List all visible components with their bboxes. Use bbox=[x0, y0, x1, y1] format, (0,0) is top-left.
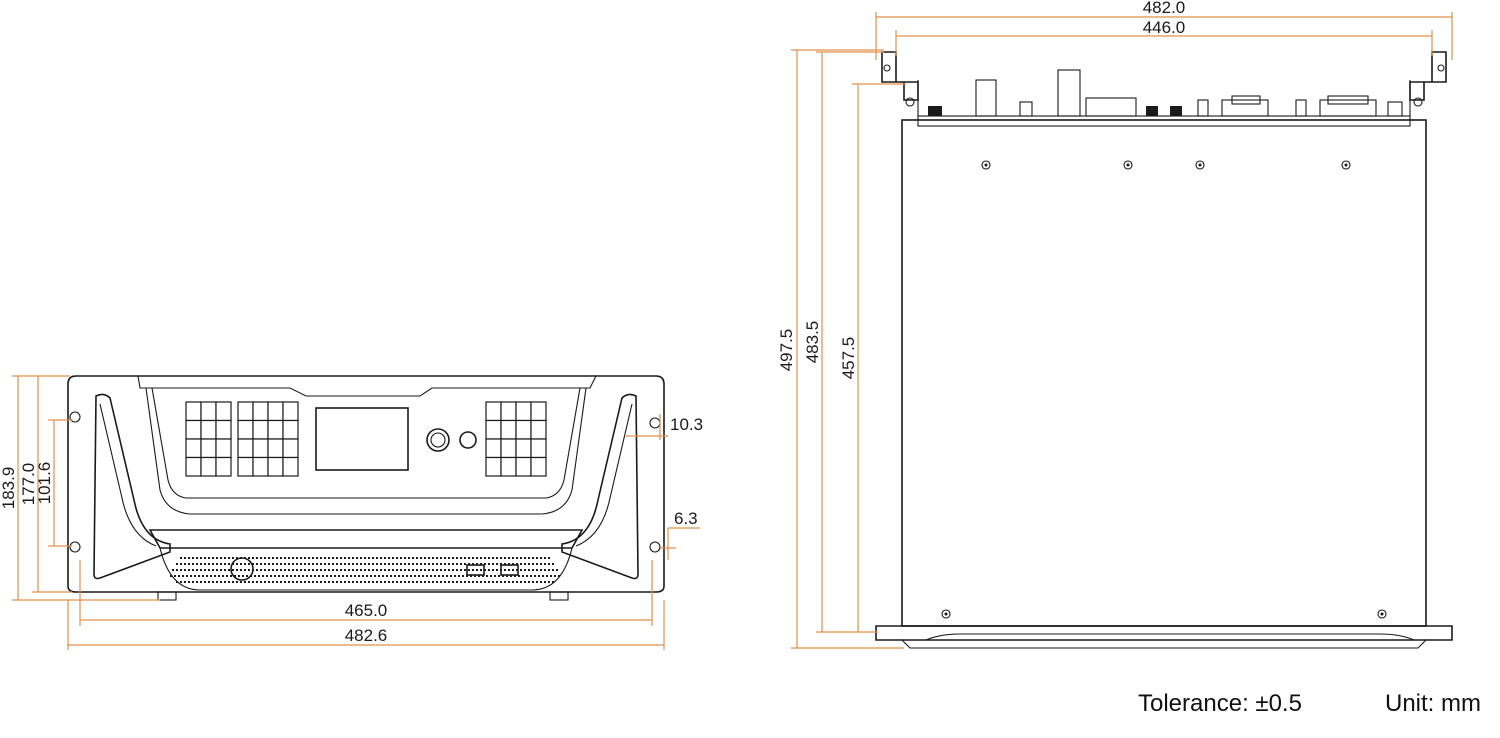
keypad-key bbox=[515, 456, 532, 477]
screw-icon bbox=[981, 160, 991, 170]
dim-front-height-total: 183.9 bbox=[0, 467, 18, 510]
keypad-key bbox=[200, 401, 217, 422]
dim-top-width-inner: 446.0 bbox=[1143, 18, 1186, 37]
screw-icon bbox=[944, 612, 948, 616]
keypad-key bbox=[237, 419, 254, 440]
screw-icon bbox=[941, 609, 951, 619]
dim-top-depth-total: 497.5 bbox=[777, 329, 796, 372]
connector bbox=[1057, 69, 1081, 117]
top-view bbox=[875, 51, 1453, 649]
keypad-key bbox=[500, 401, 517, 422]
front-view bbox=[67, 375, 665, 601]
keypad-key bbox=[215, 456, 232, 477]
keypad-key bbox=[237, 456, 254, 477]
keypad-key bbox=[200, 419, 217, 440]
keypad-key bbox=[500, 419, 517, 440]
keypad-key bbox=[500, 456, 517, 477]
keypad-key bbox=[282, 438, 299, 459]
screw-icon bbox=[1341, 160, 1351, 170]
dim-top-depth-body: 483.5 bbox=[803, 321, 822, 364]
usb-port-icon bbox=[466, 564, 485, 576]
connector bbox=[1231, 95, 1261, 105]
keypad-key bbox=[530, 438, 547, 459]
keypad-key bbox=[200, 438, 217, 459]
connector bbox=[1146, 106, 1158, 116]
keypad-key bbox=[515, 438, 532, 459]
keypad-key bbox=[267, 456, 284, 477]
dim-front-height-body: 177.0 bbox=[19, 463, 38, 506]
connector bbox=[1221, 99, 1269, 117]
keypad-key bbox=[515, 419, 532, 440]
keypad-key bbox=[282, 456, 299, 477]
top-dimensions: 482.0 446.0 497.5 483.5 457.5 bbox=[777, 0, 1453, 649]
rotary-knob-icon bbox=[426, 428, 450, 452]
dim-front-height-holes: 101.6 bbox=[35, 462, 54, 505]
unit-label: Unit: mm bbox=[1385, 690, 1481, 717]
screws bbox=[941, 160, 1387, 619]
tolerance-label: Tolerance: ±0.5 bbox=[1138, 690, 1302, 717]
keypad-key bbox=[530, 401, 547, 422]
keypad-key bbox=[267, 419, 284, 440]
front-dimensions: 465.0 482.6 183.9 177.0 101.6 10.3 6.3 bbox=[0, 375, 703, 650]
screw-icon bbox=[1344, 163, 1348, 167]
keypad-key bbox=[252, 456, 269, 477]
screw-icon bbox=[1195, 160, 1205, 170]
usb-port-icon bbox=[500, 564, 519, 576]
connector bbox=[1319, 99, 1377, 117]
screw-icon bbox=[1123, 160, 1133, 170]
lcd-screen bbox=[315, 407, 409, 471]
keypad-key bbox=[485, 419, 502, 440]
connector bbox=[975, 79, 997, 117]
vent-grille bbox=[170, 557, 562, 583]
screw-icon bbox=[1126, 163, 1130, 167]
keypad-key bbox=[500, 438, 517, 459]
keypad-key bbox=[530, 456, 547, 477]
connector bbox=[928, 106, 942, 116]
connector bbox=[1295, 99, 1307, 117]
keypad-key bbox=[200, 456, 217, 477]
connector bbox=[1170, 106, 1182, 116]
screw-icon bbox=[1380, 612, 1384, 616]
connector bbox=[1085, 97, 1137, 117]
dim-front-width-inner: 465.0 bbox=[345, 601, 388, 620]
rear-connectors bbox=[928, 69, 1403, 117]
keypad-key bbox=[252, 419, 269, 440]
dim-hole-offset-top: 10.3 bbox=[670, 415, 703, 434]
keypad-key bbox=[252, 438, 269, 459]
keypad-key bbox=[267, 401, 284, 422]
keypad-key bbox=[530, 419, 547, 440]
keypad-key bbox=[515, 401, 532, 422]
keypad-key bbox=[215, 419, 232, 440]
keypad-key bbox=[185, 438, 202, 459]
keypad-key bbox=[282, 401, 299, 422]
keypad-key bbox=[252, 401, 269, 422]
keypad-key bbox=[237, 438, 254, 459]
screw-icon bbox=[1377, 609, 1387, 619]
keypad-key bbox=[282, 419, 299, 440]
keypad-key bbox=[485, 438, 502, 459]
keypad-key bbox=[215, 401, 232, 422]
dim-top-depth-inner: 457.5 bbox=[839, 337, 858, 380]
keypad-key bbox=[485, 401, 502, 422]
connector bbox=[1327, 95, 1369, 105]
dim-top-width-outer: 482.0 bbox=[1143, 0, 1186, 17]
screw-icon bbox=[984, 163, 988, 167]
connector bbox=[1197, 99, 1209, 117]
screw-icon bbox=[1198, 163, 1202, 167]
power-knob-icon bbox=[230, 557, 254, 581]
connector bbox=[1387, 101, 1403, 117]
connector bbox=[1019, 101, 1033, 117]
keypad-key bbox=[185, 419, 202, 440]
keypad-key bbox=[485, 456, 502, 477]
keypad-key bbox=[267, 438, 284, 459]
button-icon bbox=[459, 431, 477, 449]
keypad-key bbox=[237, 401, 254, 422]
keypad-key bbox=[185, 456, 202, 477]
keypad-key bbox=[185, 401, 202, 422]
dim-front-width-outer: 482.6 bbox=[345, 626, 388, 645]
dim-hole-offset-bottom: 6.3 bbox=[674, 509, 698, 528]
keypad-key bbox=[215, 438, 232, 459]
keypad-grids bbox=[185, 401, 547, 477]
